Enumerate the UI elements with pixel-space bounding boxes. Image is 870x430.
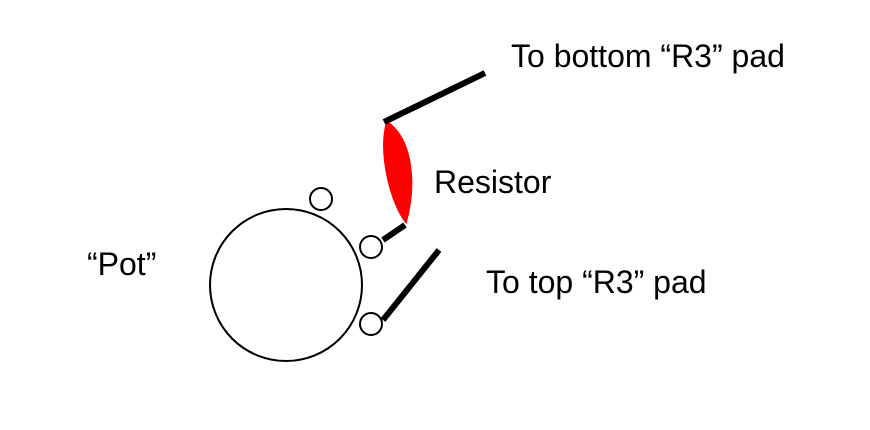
pot-pin-bottom: [359, 312, 383, 336]
label-resistor: Resistor: [434, 164, 552, 200]
label-pot: “Pot”: [87, 246, 156, 282]
resistor-body: [383, 120, 413, 225]
resistor-lower-lead: [381, 222, 407, 243]
pot-pin-top: [309, 187, 333, 211]
label-to-bottom-pad: To bottom “R3” pad: [511, 38, 785, 74]
pot-pin-middle: [359, 235, 383, 259]
pot-body-circle: [209, 208, 363, 362]
wire-to-top-pad: [380, 248, 442, 322]
wire-to-bottom-pad: [382, 70, 487, 125]
label-to-top-pad: To top “R3” pad: [486, 264, 707, 300]
